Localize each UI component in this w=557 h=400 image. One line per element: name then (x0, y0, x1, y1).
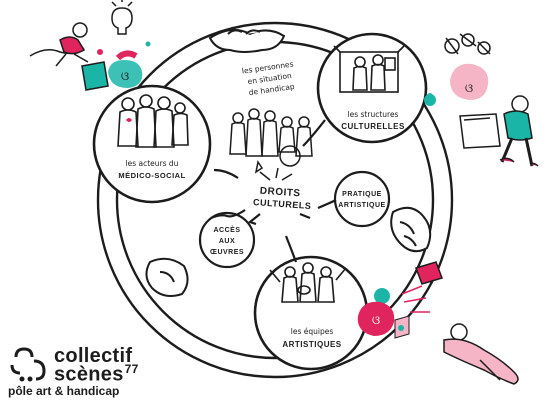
rights-line1: DROITS (259, 186, 300, 200)
acces-line1: ACCÈS (213, 225, 240, 234)
equipes-line2: ARTISTIQUES (282, 340, 341, 349)
arrow-to-acces (210, 209, 246, 220)
node-medico-social: les acteurs du MÉDICO-SOCIAL (92, 84, 212, 204)
node-acces-oeuvres: ACCÈS AUX ŒUVRES (198, 211, 256, 269)
decorative-dots (97, 41, 433, 331)
rights-line2: CULTURELS (253, 197, 312, 211)
acces-line3: ŒUVRES (210, 249, 244, 256)
character-top-right (444, 33, 539, 167)
medico-line2: MÉDICO-SOCIAL (118, 171, 185, 180)
character-top-left (29, 0, 133, 91)
logo-line2-text: scènes (54, 363, 124, 386)
badge-mark-icon: ଓ (465, 81, 473, 95)
structures-illustration (333, 45, 405, 93)
badge-bottom-right: ଓ (357, 288, 410, 339)
arrow-to-pratique (317, 199, 337, 210)
node-pratique-artistique: PRATIQUE ARTISTIQUE (333, 170, 391, 228)
node-equipes-artistiques: les équipes ARTISTIQUES (253, 255, 369, 371)
pratique-line1: PRATIQUE (342, 191, 382, 198)
collectif-mark-icon (10, 347, 46, 382)
badge-mark-icon: ଓ (121, 69, 129, 83)
node-droits-culturels: DROITS CULTURELS (253, 167, 312, 211)
node-center-people: les personnes en situation de handicap (229, 59, 313, 174)
center-people-illustration (229, 108, 313, 174)
arrow-from-equipes (284, 235, 298, 263)
logo: collectif scènes77 pôle art & handicap (8, 345, 158, 398)
structures-line1: les structures (348, 110, 399, 119)
medico-people-illustration (117, 94, 189, 148)
hands-left (145, 257, 189, 297)
arrow-from-structures (302, 119, 326, 147)
logo-subtitle: pôle art & handicap (8, 384, 120, 398)
hands-top (208, 28, 286, 53)
arrow-from-medico (213, 168, 239, 179)
medico-line1: les acteurs du (126, 159, 179, 168)
connector-arrows (210, 119, 337, 263)
hands-right (390, 206, 432, 253)
character-bottom-right (401, 261, 519, 385)
structures-line2: CULTURELLES (341, 122, 405, 131)
node-structures-culturelles: les structures CULTURELLES (316, 32, 428, 144)
rights-rays (259, 167, 293, 181)
acces-line2: AUX (219, 238, 235, 245)
pratique-line2: ARTISTIQUE (338, 202, 385, 209)
logo-line2: scènes77 (54, 362, 139, 387)
equipes-line1: les équipes (291, 327, 334, 336)
badge-top-left: ଓ (108, 50, 143, 88)
equipes-illustration (269, 262, 347, 303)
badge-mark-icon: ଓ (372, 313, 380, 327)
logo-number: 77 (124, 362, 139, 376)
badge-top-right: ଓ (424, 63, 489, 106)
logo-line1: collectif (54, 345, 133, 367)
